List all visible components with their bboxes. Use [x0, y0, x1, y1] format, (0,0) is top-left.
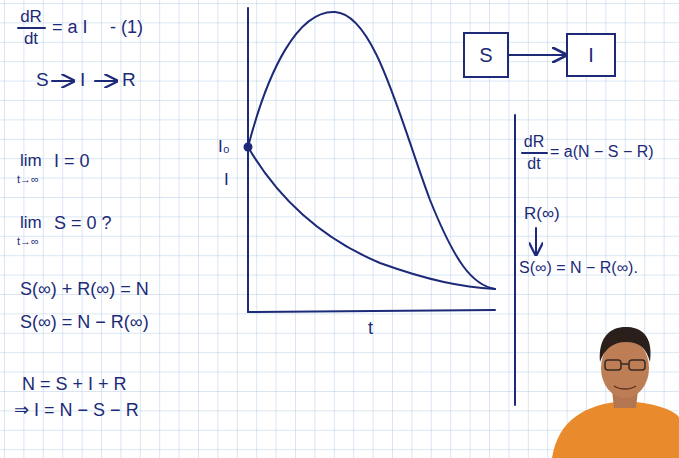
handwritten-text: lim: [20, 214, 42, 233]
y-axis: [247, 8, 249, 312]
x-axis: [248, 310, 495, 312]
handwritten-text: lim: [20, 152, 42, 171]
handwritten-text: I₀: [218, 138, 230, 157]
handwritten-text: I: [80, 70, 85, 91]
down-arrow: [535, 228, 537, 255]
glasses: [605, 360, 621, 370]
initial-point: [244, 143, 253, 152]
shirt: [552, 401, 679, 458]
handwritten-text: R(∞): [524, 205, 560, 224]
handwritten-text: S(∞) = N − R(∞).: [519, 259, 638, 277]
handwritten-text: dR: [524, 133, 544, 151]
state-box: S: [463, 32, 509, 78]
state-box: I: [566, 33, 616, 77]
handwritten-text: S(∞) = N − R(∞): [20, 313, 149, 333]
handwritten-text: N = S + I + R: [22, 375, 127, 395]
mouth: [614, 386, 636, 389]
presenter: [552, 327, 679, 458]
transition-arrow: [509, 54, 566, 56]
handwritten-text: dR: [20, 8, 42, 27]
handwritten-text: dt: [527, 155, 540, 173]
handwritten-text: ⇒ I = N − S − R: [14, 401, 139, 421]
handwritten-text: = a I: [52, 18, 88, 38]
glasses: [621, 363, 629, 365]
infected-curve: [248, 147, 495, 289]
infected-curve: [248, 12, 495, 289]
flow-arrow: [95, 80, 117, 82]
box-label: I: [588, 44, 594, 66]
fraction-bar: [522, 152, 547, 154]
box-label: S: [479, 44, 492, 66]
handwritten-text: t→∞: [17, 173, 39, 185]
handwritten-text: I = 0: [54, 152, 90, 172]
divider-line: [514, 115, 516, 405]
handwritten-text: t→∞: [17, 235, 39, 247]
handwritten-text: t: [368, 319, 373, 339]
flow-arrow: [52, 80, 74, 82]
handwritten-text: dt: [24, 30, 38, 49]
handwritten-text: I: [224, 171, 229, 190]
glasses: [629, 360, 645, 370]
handwritten-text: S: [36, 70, 49, 91]
handwritten-text: S(∞) + R(∞) = N: [20, 280, 149, 300]
handwritten-text: R: [122, 70, 136, 91]
handwritten-text: S = 0 ?: [54, 214, 112, 234]
hair: [600, 327, 651, 362]
handwritten-text: - (1): [110, 18, 143, 38]
handwritten-text: = a(N − S − R): [550, 143, 654, 161]
fraction-bar: [18, 27, 45, 29]
